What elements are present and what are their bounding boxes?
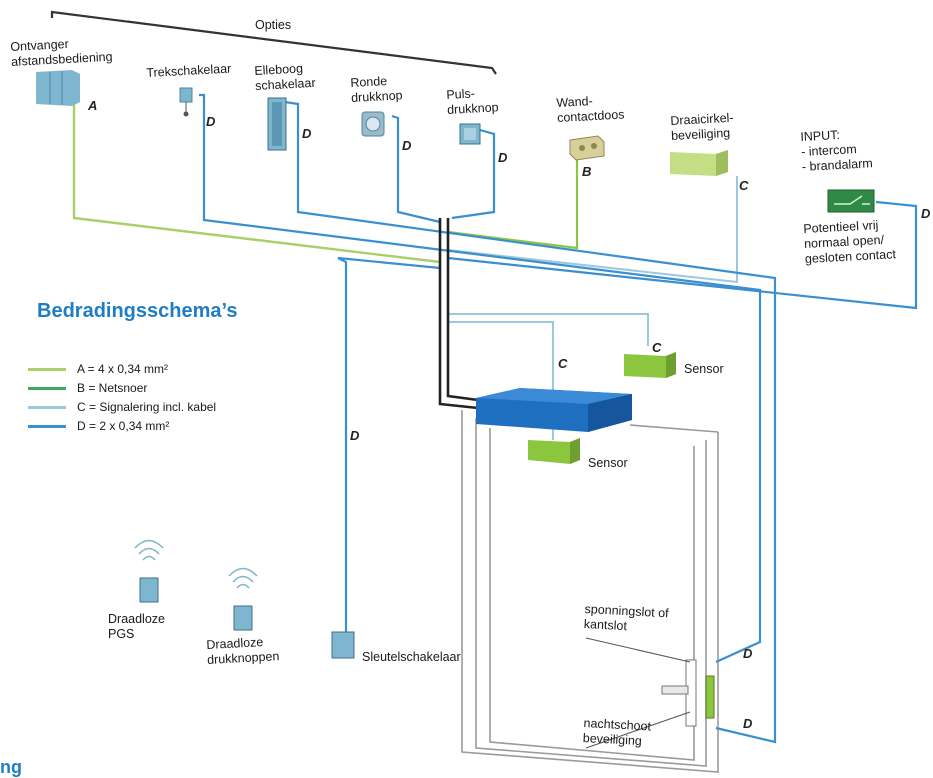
key-switch-label: Sleutelschakelaar xyxy=(362,650,461,664)
wire-tag-c-sensor-top: C xyxy=(652,340,662,355)
wire-d-elbow xyxy=(284,100,777,744)
wire-tag-d-round: D xyxy=(402,138,412,153)
options-bracket xyxy=(50,10,497,75)
main-cable xyxy=(438,218,479,410)
wire-tag-d-key: D xyxy=(350,428,360,443)
wire-tag-d-pull: D xyxy=(206,114,216,129)
elbow-switch-device xyxy=(267,97,287,151)
wire-d-input xyxy=(447,200,918,310)
key-switch-device xyxy=(331,631,355,659)
sensor-door-shape xyxy=(528,438,580,464)
legend-swatch-a xyxy=(28,368,66,371)
input-contact-device xyxy=(827,189,875,213)
wire-tag-d-lock: D xyxy=(743,646,753,661)
lock-label: sponningslot of kantslot xyxy=(583,602,669,634)
wire-c-sensor-top xyxy=(448,313,649,346)
legend-text-c: C = Signalering incl. kabel xyxy=(77,400,217,414)
wire-tag-d-push: D xyxy=(498,150,508,165)
sensor-top-shape xyxy=(624,352,676,378)
receiver-label: Ontvanger afstandsbediening xyxy=(10,36,113,69)
wire-tag-b: B xyxy=(582,164,592,179)
wire-tag-c-rotation: C xyxy=(739,178,749,193)
wireless-buttons-label: Draadloze drukknoppen xyxy=(206,635,280,667)
wire-d-round xyxy=(391,114,441,224)
wall-socket-device xyxy=(569,135,605,161)
wire-b xyxy=(447,158,579,250)
wire-d-pull xyxy=(199,93,762,664)
legend-text-b: B = Netsnoer xyxy=(77,381,148,395)
wire-tag-c-sensor-door: C xyxy=(558,356,568,371)
push-button-device xyxy=(459,123,481,145)
wire-c-rotation xyxy=(447,176,738,284)
receiver-device xyxy=(36,70,80,106)
wire-d-key xyxy=(337,256,441,632)
sensor-top-label: Sensor xyxy=(684,362,724,376)
door xyxy=(461,410,719,773)
night-latch-leader xyxy=(585,711,691,749)
contact-label: Potentieel vrij normaal open/ gesloten c… xyxy=(803,218,897,266)
input-label: INPUT: - intercom - brandalarm xyxy=(800,127,874,174)
push-button-label: Puls- drukknop xyxy=(446,86,499,117)
partial-title: ng xyxy=(0,757,22,777)
wire-tag-d-latch: D xyxy=(743,716,753,731)
round-button-device xyxy=(361,111,385,137)
rotation-guard-label: Draaicirkel- beveiliging xyxy=(670,110,734,143)
door-operator xyxy=(476,388,632,432)
wire-tag-d-input: D xyxy=(921,206,931,221)
legend-swatch-c xyxy=(28,406,66,409)
legend-swatch-b xyxy=(28,387,66,390)
wire-tag-a: A xyxy=(88,98,98,113)
legend-swatch-d xyxy=(28,425,66,428)
rotation-guard-device xyxy=(670,150,728,176)
wireless-pgs-label: Draadloze PGS xyxy=(108,612,165,641)
wireless-buttons-device xyxy=(228,567,258,631)
sensor-door-label: Sensor xyxy=(588,456,628,470)
wire-a xyxy=(72,104,441,264)
legend-text-a: A = 4 x 0,34 mm² xyxy=(77,362,169,376)
wall-socket-label: Wand- contactdoos xyxy=(556,94,625,125)
options-label: Opties xyxy=(255,18,292,32)
wire-d-push xyxy=(451,128,496,220)
wire-tag-d-elbow: D xyxy=(302,126,312,141)
round-button-label: Ronde drukknop xyxy=(350,74,403,105)
lock-leader xyxy=(585,637,691,663)
diagram-title: Bedradingsschema’s xyxy=(37,300,238,322)
legend-text-d: D = 2 x 0,34 mm² xyxy=(77,419,170,433)
lock-hardware xyxy=(661,659,715,727)
pull-switch-device xyxy=(179,87,193,117)
night-latch-label: nachtschoot beveiliging xyxy=(582,716,652,749)
wireless-pgs-device xyxy=(134,539,164,603)
elbow-switch-label: Elleboog schakelaar xyxy=(254,61,316,93)
